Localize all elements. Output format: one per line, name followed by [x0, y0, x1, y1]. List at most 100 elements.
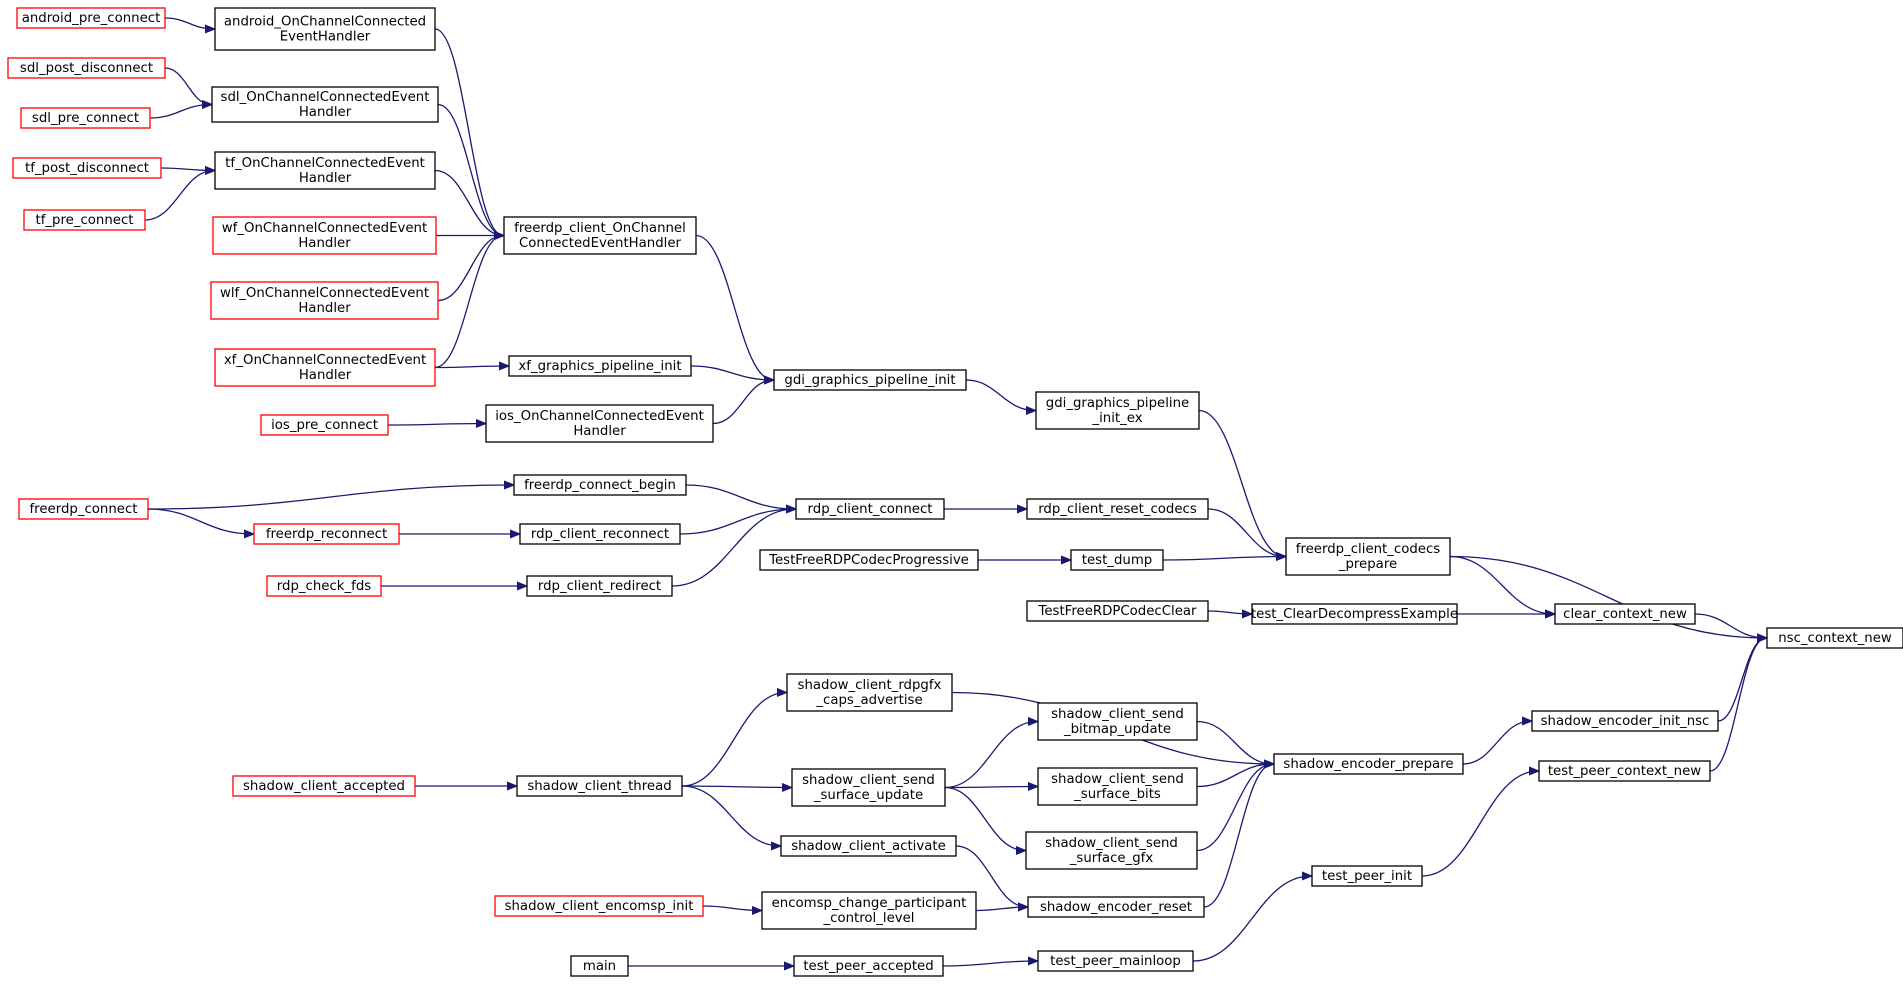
node-label: Handler [299, 105, 352, 120]
graph-node[interactable]: shadow_client_thread [516, 775, 683, 797]
node-label: test_peer_accepted [803, 959, 933, 974]
graph-node[interactable]: shadow_client_rdpgfx_caps_advertise [786, 673, 953, 712]
graph-node[interactable]: main [570, 955, 629, 977]
node-label: sdl_post_disconnect [20, 61, 153, 76]
graph-node[interactable]: shadow_client_send_bitmap_update [1037, 702, 1198, 741]
graph-node[interactable]: test_ClearDecompressExample [1251, 603, 1458, 625]
node-box [1027, 896, 1205, 918]
graph-node[interactable]: TestFreeRDPCodecProgressive [759, 549, 979, 571]
graph-node[interactable]: test_dump [1070, 549, 1164, 571]
graph-node[interactable]: test_peer_init [1311, 865, 1423, 887]
edge-n18-to-n19 [147, 485, 513, 510]
node-label: wf_OnChannelConnectedEvent [222, 221, 427, 236]
edge-n19-to-n20 [685, 484, 795, 509]
graph-node[interactable]: freerdp_reconnect [253, 523, 400, 545]
edges-layer [144, 17, 1766, 966]
graph-node[interactable]: shadow_client_encomsp_init [494, 895, 704, 917]
edge-n17-to-n14 [712, 380, 773, 425]
node-box [519, 523, 681, 545]
graph-node[interactable]: sdl_pre_connect [20, 107, 151, 129]
edge-n40-to-n43 [944, 786, 1025, 851]
graph-node[interactable]: test_peer_accepted [793, 955, 944, 977]
node-box [1026, 498, 1209, 520]
graph-node[interactable]: android_pre_connect [16, 7, 166, 29]
graph-node[interactable]: sdl_post_disconnect [7, 57, 166, 79]
graph-node[interactable]: clear_context_new [1554, 603, 1696, 625]
graph-node[interactable]: rdp_client_connect [795, 498, 945, 520]
graph-node[interactable]: test_peer_context_new [1538, 760, 1711, 782]
graph-node[interactable]: tf_pre_connect [23, 209, 146, 231]
node-box [232, 775, 416, 797]
graph-node[interactable]: tf_post_disconnect [12, 157, 162, 179]
node-label: freerdp_connect [30, 502, 138, 517]
graph-node[interactable]: freerdp_connect_begin [513, 474, 687, 496]
node-label: xf_graphics_pipeline_init [518, 359, 681, 374]
node-label: _bitmap_update [1063, 722, 1171, 737]
graph-node[interactable]: test_peer_mainloop [1037, 950, 1194, 972]
node-label: _prepare [1338, 557, 1397, 572]
graph-node[interactable]: shadow_client_send_surface_update [791, 768, 946, 807]
node-label: shadow_client_send [802, 773, 935, 788]
graph-node[interactable]: shadow_encoder_init_nsc [1531, 710, 1719, 732]
edge-n23-to-n20 [679, 509, 795, 535]
edge-n39-to-n42 [681, 785, 780, 846]
node-box [485, 404, 714, 443]
edge-n13-to-n14 [690, 365, 773, 380]
graph-node[interactable]: encomsp_change_participant_control_level [761, 891, 977, 930]
node-label: ios_pre_connect [271, 418, 378, 433]
graph-node[interactable]: gdi_graphics_pipeline_init [773, 369, 967, 391]
graph-node[interactable]: shadow_encoder_reset [1027, 896, 1205, 918]
graph-node[interactable]: rdp_client_redirect [526, 575, 673, 597]
node-label: shadow_client_send [1045, 836, 1178, 851]
graph-node[interactable]: rdp_client_reconnect [519, 523, 681, 545]
graph-node[interactable]: shadow_client_activate [780, 835, 957, 857]
node-box [786, 673, 953, 712]
graph-node[interactable]: nsc_context_new [1766, 627, 1903, 649]
node-label: freerdp_client_codecs [1296, 542, 1441, 557]
node-label: rdp_client_reset_codecs [1038, 502, 1197, 517]
graph-node[interactable]: shadow_client_send_surface_gfx [1025, 831, 1198, 870]
graph-node[interactable]: xf_graphics_pipeline_init [508, 355, 692, 377]
graph-node[interactable]: shadow_encoder_prepare [1273, 753, 1464, 775]
graph-node[interactable]: TestFreeRDPCodecClear [1026, 600, 1209, 622]
node-label: rdp_check_fds [277, 579, 371, 594]
edge-n10-to-n14 [695, 234, 773, 381]
graph-node[interactable]: rdp_client_reset_codecs [1026, 498, 1209, 520]
node-label: _caps_advertise [815, 693, 922, 708]
node-box [513, 474, 687, 496]
graph-node[interactable]: shadow_client_accepted [232, 775, 416, 797]
graph-node[interactable]: shadow_client_send_surface_bits [1037, 767, 1198, 806]
node-label: tf_post_disconnect [25, 161, 149, 176]
node-box [260, 414, 389, 436]
node-box [526, 575, 673, 597]
node-label: sdl_OnChannelConnectedEvent [221, 90, 430, 105]
node-label: test_peer_mainloop [1050, 954, 1181, 969]
graph-node[interactable]: gdi_graphics_pipeline_init_ex [1035, 391, 1200, 430]
node-box [20, 107, 151, 129]
node-label: _surface_gfx [1069, 851, 1154, 866]
node-label: TestFreeRDPCodecProgressive [768, 553, 969, 568]
node-box [1037, 702, 1198, 741]
edge-n24-to-n31 [1449, 555, 1554, 615]
node-box [780, 835, 957, 857]
node-box [1025, 831, 1198, 870]
node-box [1531, 710, 1719, 732]
graph-node[interactable]: rdp_check_fds [266, 575, 382, 597]
node-label: wlf_OnChannelConnectedEvent [220, 286, 429, 301]
node-label: shadow_encoder_init_nsc [1541, 714, 1710, 729]
node-label: test_ClearDecompressExample [1251, 607, 1458, 622]
node-label: android_pre_connect [22, 11, 161, 26]
node-label: Handler [573, 424, 626, 439]
graph-node[interactable]: freerdp_client_codecs_prepare [1285, 537, 1451, 576]
graph-node[interactable]: freerdp_client_OnChannelConnectedEventHa… [503, 216, 697, 255]
graph-node[interactable]: ios_pre_connect [260, 414, 389, 436]
graph-node[interactable]: freerdp_connect [18, 498, 149, 520]
node-label: test_peer_init [1322, 869, 1412, 884]
